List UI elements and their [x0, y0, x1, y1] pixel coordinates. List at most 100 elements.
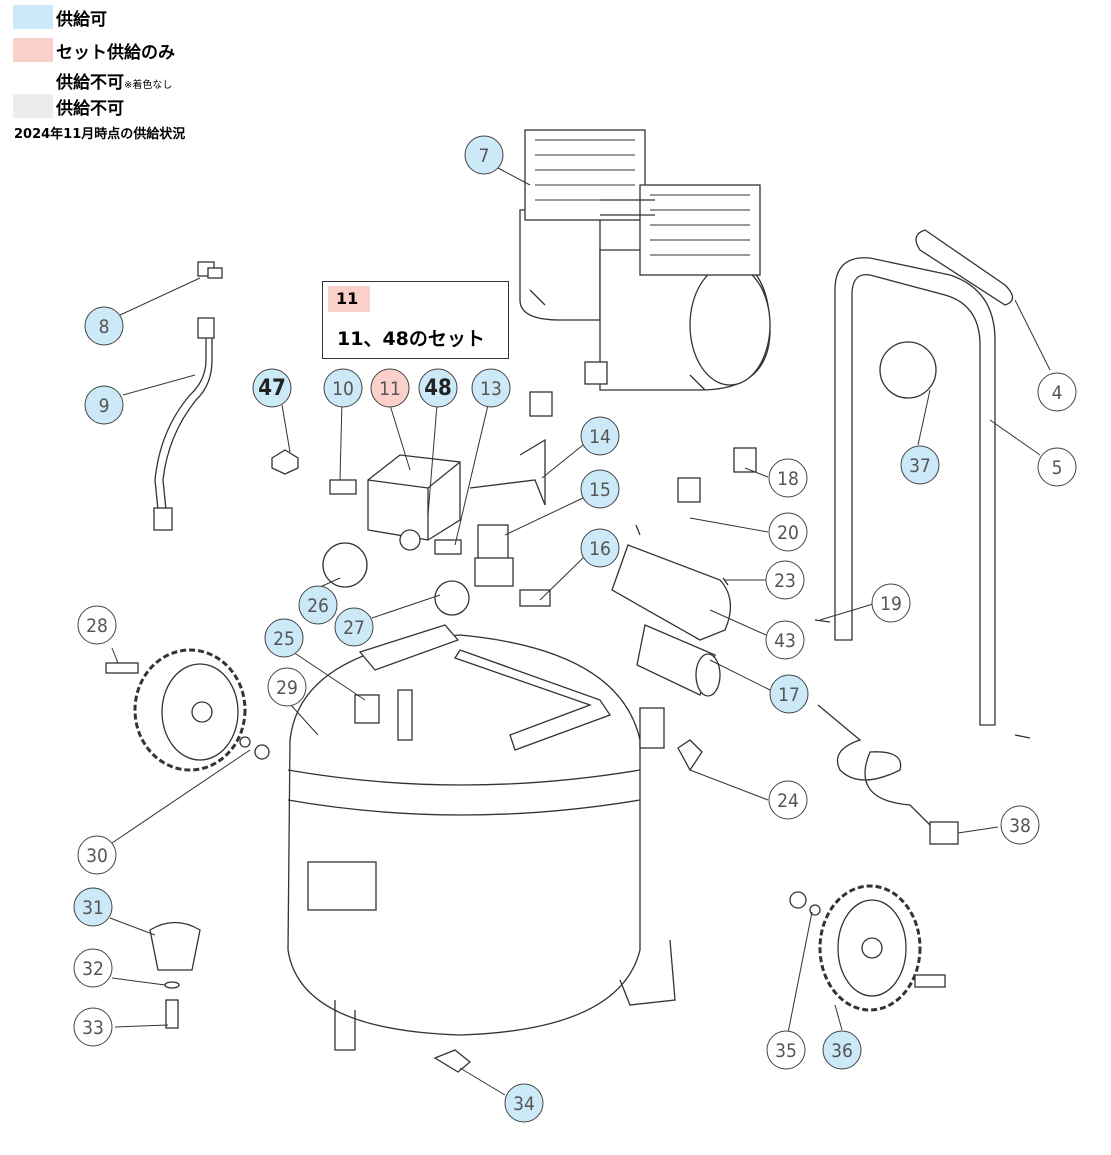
callout-30: 30 — [77, 835, 117, 875]
set-part-chip: 11 — [328, 286, 370, 312]
filter-element — [271, 449, 299, 475]
callout-circle-18 — [768, 458, 808, 498]
legend-label-unavailable: 供給不可 — [56, 98, 124, 119]
callout-43: 43 — [765, 620, 805, 660]
callout-label-29: 29 — [276, 677, 298, 699]
callout-circle-16 — [580, 528, 620, 568]
callout-47: 47 — [252, 368, 292, 408]
handle-bracket — [358, 624, 611, 751]
callout-4: 4 — [1037, 372, 1077, 412]
air-hose — [153, 317, 215, 531]
callout-9: 9 — [84, 385, 124, 425]
screws — [635, 524, 1031, 739]
callout-label-27: 27 — [343, 617, 365, 639]
callout-circle-11 — [370, 368, 410, 408]
wheel-left — [133, 648, 247, 772]
rubber-foot — [149, 921, 201, 1029]
callout-circle-19 — [871, 583, 911, 623]
callout-24: 24 — [768, 780, 808, 820]
callout-25: 25 — [264, 618, 304, 658]
callout-circle-43 — [765, 620, 805, 660]
callout-label-35: 35 — [775, 1040, 797, 1062]
callout-label-26: 26 — [307, 595, 329, 617]
callout-circle-15 — [580, 469, 620, 509]
callout-34: 34 — [504, 1083, 544, 1123]
callout-circle-25 — [264, 618, 304, 658]
callout-label-19: 19 — [880, 593, 902, 615]
callout-circle-38 — [1000, 805, 1040, 845]
legend-swatch-nocolor — [13, 68, 53, 92]
callout-circle-35 — [766, 1030, 806, 1070]
nut-right — [789, 891, 807, 909]
compressor-motor-unit — [519, 129, 771, 391]
callout-label-15: 15 — [589, 479, 611, 501]
callout-circle-24 — [768, 780, 808, 820]
callout-circle-23 — [765, 560, 805, 600]
pressure-regulator — [474, 524, 514, 587]
axle-bolt-left — [105, 662, 139, 674]
callout-circle-34 — [504, 1083, 544, 1123]
callout-circle-4 — [1037, 372, 1077, 412]
callout-29: 29 — [267, 667, 307, 707]
callout-8: 8 — [84, 306, 124, 346]
elbow-fitting — [197, 261, 223, 279]
pressure-gauge-output — [434, 580, 470, 616]
tank-inlet-pipe — [397, 689, 413, 741]
callout-label-30: 30 — [86, 845, 108, 867]
callout-label-31: 31 — [82, 897, 104, 919]
callout-circle-48 — [418, 368, 458, 408]
callout-circle-10 — [323, 368, 363, 408]
callout-10: 10 — [323, 368, 363, 408]
callout-33: 33 — [73, 1007, 113, 1047]
callout-label-5: 5 — [1052, 457, 1063, 479]
callout-23: 23 — [765, 560, 805, 600]
callout-11: 11 — [370, 368, 410, 408]
callout-circle-14 — [580, 416, 620, 456]
legend-label-available: 供給可 — [56, 9, 107, 30]
callout-label-10: 10 — [332, 378, 354, 400]
callout-32: 32 — [73, 948, 113, 988]
capacitor-cover — [611, 544, 732, 641]
callout-36: 36 — [822, 1030, 862, 1070]
callout-label-20: 20 — [777, 522, 799, 544]
rubber-dampers — [529, 361, 757, 503]
washer-right — [809, 904, 821, 916]
callout-26: 26 — [298, 585, 338, 625]
callout-label-33: 33 — [82, 1017, 104, 1039]
set-description: 11、48のセット — [337, 328, 485, 350]
callout-circle-30 — [77, 835, 117, 875]
callout-13: 13 — [471, 368, 511, 408]
callout-circle-13 — [471, 368, 511, 408]
callout-15: 15 — [580, 469, 620, 509]
wing-nut-fitting — [677, 739, 703, 772]
callout-circle-9 — [84, 385, 124, 425]
safety-valve — [329, 479, 357, 495]
tank-port-fitting — [354, 694, 380, 724]
callout-label-32: 32 — [82, 958, 104, 980]
pressure-gauge-tank — [322, 542, 368, 588]
callout-label-38: 38 — [1009, 815, 1031, 837]
callout-28: 28 — [77, 605, 117, 645]
callout-label-8: 8 — [99, 316, 110, 338]
air-tank — [287, 634, 676, 1051]
callout-37: 37 — [900, 445, 940, 485]
callout-label-4: 4 — [1052, 382, 1063, 404]
callout-circle-29 — [267, 667, 307, 707]
callout-circle-31 — [73, 887, 113, 927]
power-cord — [817, 704, 936, 831]
callout-label-34: 34 — [513, 1093, 535, 1115]
capacitor — [636, 624, 721, 697]
callout-circle-17 — [769, 674, 809, 714]
legend-label-unavailable-nocolor: 供給不可 — [56, 72, 124, 93]
callout-label-24: 24 — [777, 790, 799, 812]
check-valve — [434, 539, 462, 555]
callout-circle-28 — [77, 605, 117, 645]
callout-48: 48 — [418, 368, 458, 408]
legend-note-nocolor: ※着色なし — [124, 79, 173, 91]
callout-20: 20 — [768, 512, 808, 552]
callout-circle-20 — [768, 512, 808, 552]
callout-38: 38 — [1000, 805, 1040, 845]
callout-circle-26 — [298, 585, 338, 625]
unloader-tube — [469, 438, 546, 506]
